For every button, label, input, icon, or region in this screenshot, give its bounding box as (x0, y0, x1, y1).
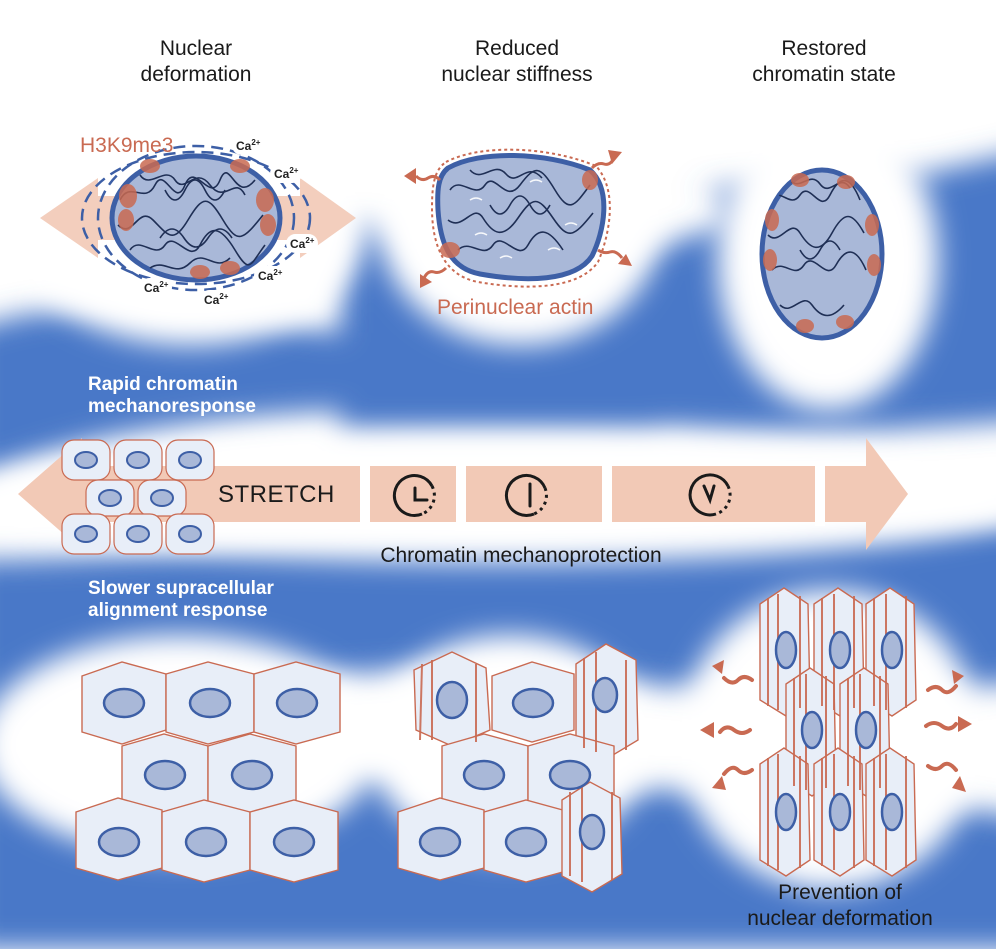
tissue-aligned (700, 587, 972, 877)
calcium-ion: Ca2+ (286, 234, 319, 253)
tissue-unaligned (75, 661, 341, 883)
label-prevention-deformation: Prevention of nuclear deformation (747, 881, 933, 930)
restored-nucleus (759, 167, 885, 341)
label-slower-alignment: Slower supracellular alignment response (88, 578, 274, 621)
calcium-ion: Ca2+ (232, 136, 265, 155)
calcium-ion: Ca2+ (254, 266, 287, 285)
header-restored-chromatin: Restored chromatin state (752, 37, 896, 86)
deformed-nucleus (40, 144, 356, 292)
tissue-partial (397, 643, 639, 893)
softened-nucleus (404, 148, 632, 288)
label-chromatin-mechanoprotection: Chromatin mechanoprotection (380, 544, 662, 567)
calcium-ion: Ca2+ (200, 290, 233, 309)
header-reduced-stiffness: Reduced nuclear stiffness (441, 37, 593, 86)
stretch-arrow (18, 438, 908, 550)
label-h3k9me3: H3K9me3 (80, 134, 174, 157)
small-cell-cluster (61, 439, 215, 555)
label-stretch: STRETCH (218, 481, 335, 508)
label-rapid-mechanoresponse: Rapid chromatin mechanoresponse (88, 374, 256, 417)
calcium-ion: Ca2+ (140, 278, 173, 297)
label-perinuclear-actin: Perinuclear actin (437, 296, 594, 319)
clock-late-icon (688, 473, 732, 517)
calcium-ion: Ca2+ (270, 164, 303, 183)
clock-mid-icon (504, 474, 548, 517)
header-nuclear-deformation: Nuclear deformation (140, 37, 252, 86)
clock-early-icon (392, 474, 436, 517)
